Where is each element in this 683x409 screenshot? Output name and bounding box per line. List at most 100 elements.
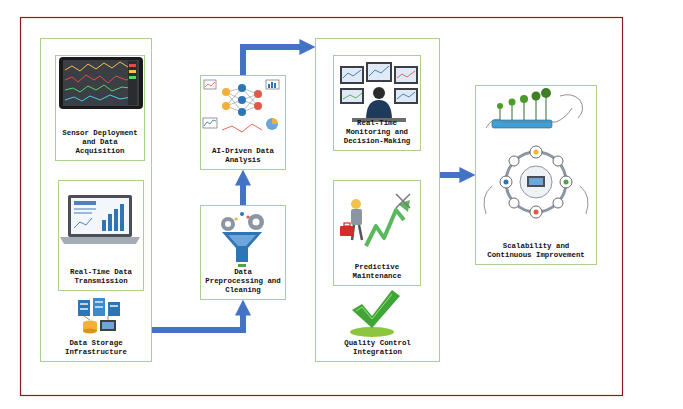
storage-illustration-part (108, 316, 109, 320)
storage-illustration-part (108, 302, 120, 316)
tablet-illustration-part (129, 64, 136, 67)
process-box: Real-Time Data Transmission (58, 180, 144, 291)
scalability-illustration-part (541, 88, 551, 98)
scalability-illustration-part (504, 180, 509, 185)
laptop-illustration-part (68, 195, 132, 237)
maintenance-illustration-part (351, 199, 361, 209)
tablet-illustration-part (65, 62, 137, 71)
laptop-illustration-part (71, 198, 129, 234)
monitoring-illustration-part (342, 68, 362, 82)
monitoring-illustration-part (340, 66, 364, 84)
monitoring-illustration-part (366, 62, 392, 82)
neural-network-illustration-part (204, 120, 216, 126)
scalability-illustration-part (546, 96, 547, 120)
maintenance-illustration (340, 194, 410, 246)
storage-illustration-part (100, 320, 116, 331)
maintenance-illustration-part (340, 226, 354, 236)
box-label: Data Storage Infrastructure (44, 339, 148, 357)
funnel-gears-illustration-part (248, 214, 264, 230)
storage-illustration-part (80, 308, 88, 310)
quality-check-illustration (350, 290, 400, 337)
tablet-illustration-part (128, 61, 137, 105)
box-label: Sensor Deployment and Data Acquisition (59, 129, 141, 156)
neural-network-illustration-part (204, 80, 216, 89)
maintenance-illustration-part (344, 223, 350, 226)
storage-illustration-part (80, 303, 88, 305)
scalability-illustration-part (484, 186, 492, 214)
storage-illustration-part (95, 301, 103, 303)
quality-check-illustration-part (352, 290, 400, 328)
scalability-illustration-part (536, 98, 537, 120)
storage-illustration-part (93, 298, 105, 316)
monitoring-illustration-part (368, 64, 390, 80)
scalability-illustration-part (580, 186, 588, 214)
monitoring-illustration-part (369, 66, 389, 76)
funnel-gears-illustration (221, 212, 264, 267)
monitoring-illustration-part (394, 66, 418, 84)
funnel-gears-illustration-part (240, 212, 244, 216)
neural-network-illustration-part (203, 118, 217, 128)
tablet-illustration-part (129, 76, 136, 79)
monitoring-illustration-part (396, 90, 416, 102)
tablet-illustration-part (59, 57, 143, 109)
monitoring-illustration-part (342, 90, 362, 102)
scalability-illustration-part (500, 176, 512, 188)
funnel-gears-illustration-part (225, 221, 231, 227)
storage-illustration-part (83, 329, 97, 334)
neural-network-illustration-part (222, 124, 262, 132)
box-label: Predictive Maintenance (337, 263, 417, 281)
process-box: Sensor Deployment and Data Acquisition (55, 55, 145, 161)
scalability-illustration-part (532, 92, 541, 101)
monitoring-illustration-part (397, 92, 415, 99)
maintenance-illustration-part (351, 209, 362, 225)
scalability-illustration-part (534, 210, 539, 215)
neural-network-illustration-part (238, 84, 246, 92)
funnel-gears-illustration-part (253, 219, 260, 226)
maintenance-illustration-part (396, 194, 410, 208)
scalability-illustration-part (486, 108, 572, 128)
scalability-illustration-part (560, 95, 583, 118)
scalability-illustration-part (520, 95, 528, 103)
scalability-illustration-part (509, 198, 519, 208)
box-label: Real-Time Monitoring and Decision-Making (337, 119, 417, 146)
neural-network-illustration (203, 80, 279, 132)
monitoring-illustration-part (373, 87, 385, 99)
laptop-illustration (60, 195, 140, 244)
stage-panel: Quality Control Integration Real-Time Mon… (315, 38, 440, 362)
scalability-illustration-part (553, 198, 563, 208)
scalability-illustration-part (512, 104, 513, 120)
monitoring-illustration-part (343, 70, 361, 78)
storage-illustration-part (110, 305, 118, 307)
neural-network-illustration-part (222, 88, 230, 96)
funnel-gears-illustration-part (246, 215, 249, 218)
flow-arrow (240, 176, 246, 205)
scalability-illustration-part (520, 166, 552, 198)
funnel-gears-illustration-part (238, 264, 246, 267)
box-label: Quality Control Integration (319, 339, 436, 357)
process-box: Real-Time Monitoring and Decision-Making (333, 55, 421, 151)
monitoring-illustration-part (366, 100, 392, 120)
scalability-illustration-part (500, 96, 546, 120)
maintenance-illustration-part (396, 194, 410, 208)
scalability-illustration-part (506, 152, 566, 212)
scalability-illustration-part (553, 156, 563, 166)
maintenance-illustration-part (359, 225, 362, 240)
maintenance-illustration-part (366, 210, 404, 246)
neural-network-illustration-part (272, 118, 278, 124)
process-box: Scalability and Continuous Improvement (475, 85, 597, 265)
tablet-illustration-part (129, 70, 136, 73)
monitoring-illustration-part (397, 71, 415, 78)
stage-panel: Data Storage Infrastructure Sensor Deploy… (40, 38, 152, 362)
outer-frame (21, 18, 623, 396)
laptop-illustration-part (102, 220, 106, 231)
funnel-gears-illustration-part (222, 232, 262, 262)
monitoring-illustration-part (396, 68, 416, 82)
laptop-illustration-part (74, 201, 96, 205)
storage-illustration-part (102, 322, 114, 329)
neural-network-illustration-part (254, 102, 262, 110)
scalability-illustration-part (524, 101, 525, 120)
tablet-illustration-part (63, 60, 139, 106)
storage-illustration-part (95, 306, 103, 308)
